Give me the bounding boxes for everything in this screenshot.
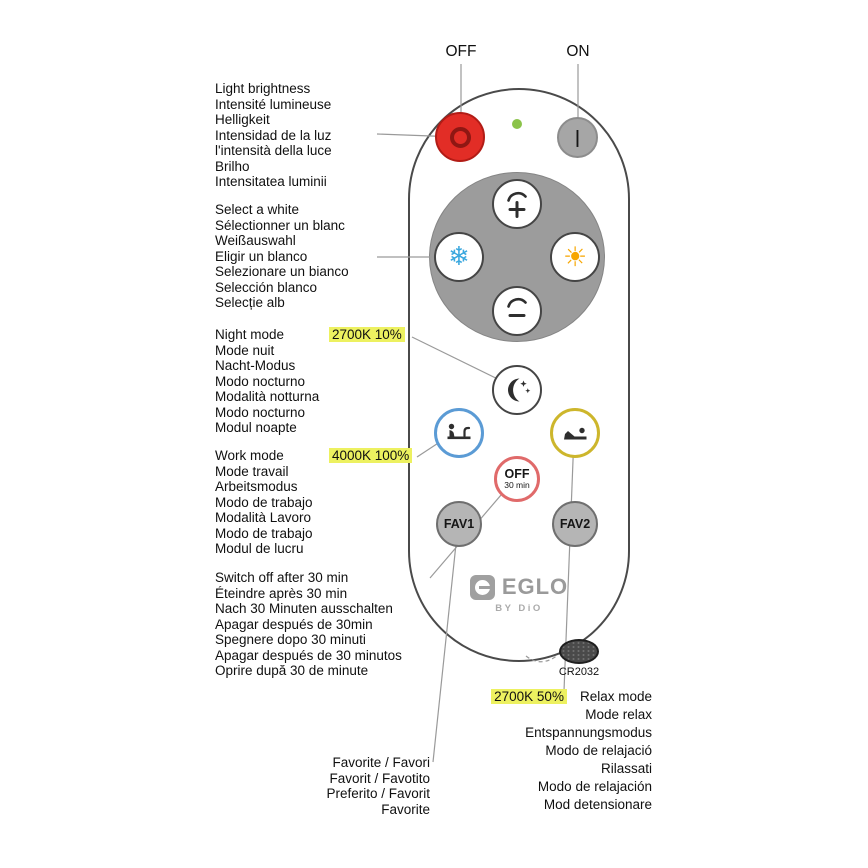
label-line: Switch off after 30 min — [215, 570, 349, 585]
label-line: l'intensità della luce — [215, 143, 332, 158]
label-line: Favorite — [381, 801, 430, 817]
label-line: Selezionare un bianco — [215, 264, 349, 279]
relax-lounge-icon — [564, 427, 587, 440]
leader-battery — [525, 654, 559, 663]
label-line: Brilho — [215, 158, 250, 174]
label-line: Mode nuit — [215, 342, 275, 358]
fav1-button[interactable]: FAV1 — [436, 501, 482, 547]
label-work-mode: Work mode 4000K 100% Mode travail Arbeits… — [215, 448, 413, 557]
relax-mode-button[interactable] — [550, 408, 600, 458]
on-label: ON — [566, 43, 590, 60]
label-line: Work mode 4000K 100% — [215, 448, 413, 464]
label-line: Apagar después de 30min — [215, 616, 373, 632]
label-line: Modo nocturno — [215, 373, 306, 389]
label-line: Intensité lumineuse — [215, 96, 332, 112]
label-title: Night mode — [215, 327, 285, 342]
label-line: Rilassati — [600, 761, 652, 776]
label-line: Modo de relajación — [537, 779, 652, 794]
battery-icon — [559, 639, 599, 664]
cool-white-button[interactable]: ❄ — [434, 232, 484, 282]
label-brightness: Light brightness Intensité lumineuse Hel… — [215, 81, 332, 190]
power-on-button[interactable]: | — [557, 117, 598, 158]
warm-white-button[interactable]: ☀ — [550, 232, 600, 282]
label-line: Apagar después de 30 minutos — [215, 647, 402, 663]
label-line: Entspannungsmodus — [525, 725, 652, 740]
label-line: Modalità Lavoro — [215, 510, 312, 525]
brightness-down-button[interactable] — [492, 286, 542, 336]
label-line: Modul de lucru — [215, 541, 304, 556]
temp-highlight-work: 4000K 100% — [329, 448, 413, 463]
label-line: Modul noapte — [215, 420, 297, 435]
power-on-icon: | — [574, 127, 581, 148]
label-line: Selección blanco — [215, 279, 318, 295]
label-line: Weißauswahl — [215, 233, 296, 248]
label-relax-mode: 2700K 50% Relax mode Mode relax Entspannu… — [400, 688, 652, 814]
label-line: Modo nocturno — [215, 404, 306, 420]
work-desk-icon — [447, 423, 471, 440]
eglo-logo-icon — [469, 574, 495, 600]
sun-icon: ☀ — [562, 241, 588, 273]
label-line: Arbeitsmodus — [215, 479, 298, 494]
brand-name: EGLO — [501, 574, 569, 599]
label-line: Favorite / Favori — [332, 755, 430, 770]
battery-label: CR2032 — [558, 666, 600, 678]
label-line: Mode travail — [215, 463, 289, 479]
dim-up-icon — [507, 192, 527, 218]
work-mode-button[interactable] — [434, 408, 484, 458]
label-line: Modo de trabajo — [215, 494, 313, 510]
label-switch-off-timer: Switch off after 30 min Éteindre après 3… — [215, 570, 402, 679]
temp-highlight-night: 2700K 10% — [329, 327, 405, 342]
label-line: Spegnere dopo 30 minuti — [215, 632, 366, 647]
label-line: Helligkeit — [215, 112, 270, 127]
label-line: Oprire după 30 de minute — [215, 663, 369, 678]
label-line: Mode relax — [585, 707, 652, 722]
moon-stars-icon — [507, 378, 531, 402]
label-line: Selecție alb — [215, 295, 285, 310]
label-line: Modo de relajació — [545, 743, 652, 758]
brand-subtitle: BY DiO — [495, 603, 543, 614]
off-label: OFF — [445, 43, 477, 60]
leader-favorite — [432, 524, 459, 763]
label-line: Favorit / Favotito — [329, 770, 430, 786]
label-title: Work mode — [215, 448, 284, 463]
label-line: Intensidad de la luz — [215, 127, 332, 143]
label-line: Mod detensionare — [543, 797, 652, 812]
label-line: Modo de trabajo — [215, 525, 313, 541]
brightness-up-button[interactable] — [492, 179, 542, 229]
label-line: Modalità notturna — [215, 389, 320, 404]
fav2-button[interactable]: FAV2 — [552, 501, 598, 547]
dim-down-icon — [507, 298, 527, 317]
label-title: Relax mode — [579, 689, 652, 704]
off-30min-label: OFF — [504, 467, 530, 481]
label-line: Nach 30 Minuten ausschalten — [215, 601, 393, 616]
off-30min-button[interactable]: OFF 30 min — [494, 456, 540, 502]
label-line: Intensitatea luminii — [215, 174, 327, 189]
label-line: Night mode 2700K 10% — [215, 327, 405, 343]
label-line: 2700K 50% Relax mode — [400, 688, 652, 706]
label-select-white: Select a white Sélectionner un blanc Wei… — [215, 202, 349, 311]
night-mode-button[interactable] — [492, 365, 542, 415]
power-off-ring-icon — [449, 126, 471, 148]
label-line: Select a white — [215, 202, 300, 217]
off-30min-sublabel: 30 min — [504, 480, 530, 490]
label-favorite: Favorite / Favori Favorit / Favotito Pre… — [215, 755, 430, 817]
snowflake-icon: ❄ — [448, 242, 470, 272]
led-indicator — [512, 119, 522, 129]
brand-logo: EGLO BY DiO — [408, 574, 630, 614]
label-line: Preferito / Favorit — [326, 786, 430, 801]
label-line: Sélectionner un blanc — [215, 217, 345, 233]
label-line: Nacht-Modus — [215, 358, 296, 373]
label-line: Éteindre après 30 min — [215, 585, 348, 601]
label-line: Eligir un blanco — [215, 248, 308, 264]
power-off-button[interactable] — [435, 112, 485, 162]
label-line: Light brightness — [215, 81, 311, 96]
temp-highlight-relax: 2700K 50% — [491, 689, 567, 704]
label-night-mode: Night mode 2700K 10% Mode nuit Nacht-Modu… — [215, 327, 405, 436]
